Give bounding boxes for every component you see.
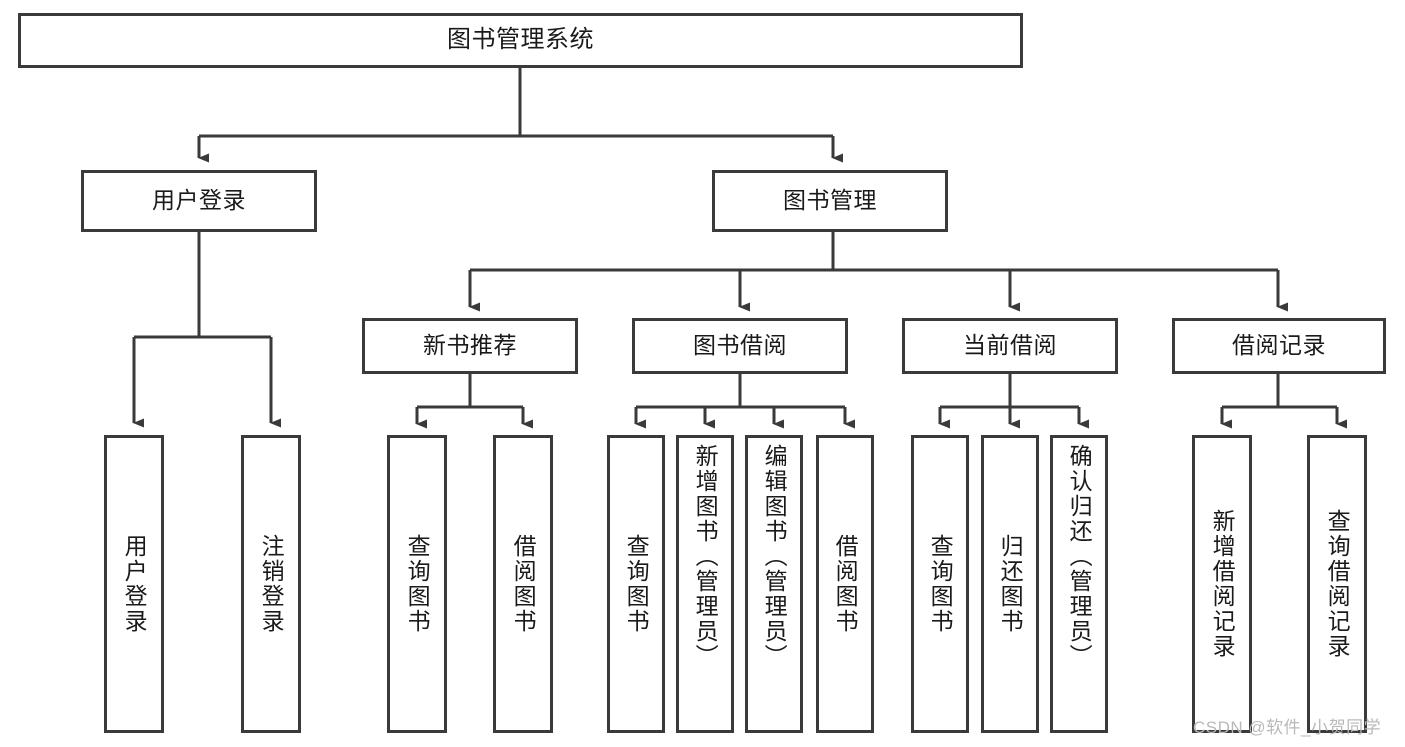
node-leaf-add-book[interactable]: 新增图书（管理员）	[676, 435, 734, 733]
node-label: 查询借阅记录	[1324, 509, 1351, 659]
node-label: 归还图书	[997, 534, 1024, 634]
node-leaf-query-book-2[interactable]: 查询图书	[607, 435, 665, 733]
node-new-book-recommend[interactable]: 新书推荐	[362, 318, 578, 374]
node-label: 查询图书	[623, 534, 650, 634]
node-label: 借阅记录	[1232, 332, 1326, 359]
node-label: 用户登录	[121, 534, 148, 634]
node-book-management[interactable]: 图书管理	[712, 170, 948, 232]
node-leaf-user-logout[interactable]: 注销登录	[241, 435, 301, 733]
node-label: 当前借阅	[963, 332, 1057, 359]
node-label: 借阅图书	[832, 534, 859, 634]
node-leaf-query-book-1[interactable]: 查询图书	[387, 435, 447, 733]
node-leaf-confirm-return[interactable]: 确认归还（管理员）	[1050, 435, 1108, 733]
node-label: 用户登录	[152, 187, 246, 214]
node-leaf-query-book-3[interactable]: 查询图书	[911, 435, 969, 733]
node-leaf-borrow-book-2[interactable]: 借阅图书	[816, 435, 874, 733]
node-label: 新书推荐	[423, 332, 517, 359]
node-root-book-management-system[interactable]: 图书管理系统	[18, 13, 1023, 68]
node-leaf-user-login[interactable]: 用户登录	[104, 435, 164, 733]
node-label: 新增借阅记录	[1209, 509, 1236, 659]
node-label: 图书管理系统	[447, 26, 594, 54]
node-leaf-edit-book[interactable]: 编辑图书（管理员）	[745, 435, 803, 733]
node-label: 图书借阅	[693, 332, 787, 359]
node-label: 图书管理	[783, 187, 877, 214]
node-label: 注销登录	[258, 534, 285, 634]
node-label: 编辑图书（管理员）	[761, 444, 788, 669]
node-user-login[interactable]: 用户登录	[81, 170, 317, 232]
node-label: 新增图书（管理员）	[692, 444, 719, 669]
node-current-borrow[interactable]: 当前借阅	[902, 318, 1118, 374]
node-label: 借阅图书	[510, 534, 537, 634]
node-leaf-borrow-book-1[interactable]: 借阅图书	[493, 435, 553, 733]
node-leaf-query-record[interactable]: 查询借阅记录	[1307, 435, 1367, 733]
node-label: 查询图书	[404, 534, 431, 634]
node-leaf-return-book[interactable]: 归还图书	[981, 435, 1039, 733]
node-leaf-add-record[interactable]: 新增借阅记录	[1192, 435, 1252, 733]
node-book-borrow[interactable]: 图书借阅	[632, 318, 848, 374]
node-borrow-record[interactable]: 借阅记录	[1172, 318, 1386, 374]
node-label: 查询图书	[927, 534, 954, 634]
node-label: 确认归还（管理员）	[1066, 444, 1093, 669]
